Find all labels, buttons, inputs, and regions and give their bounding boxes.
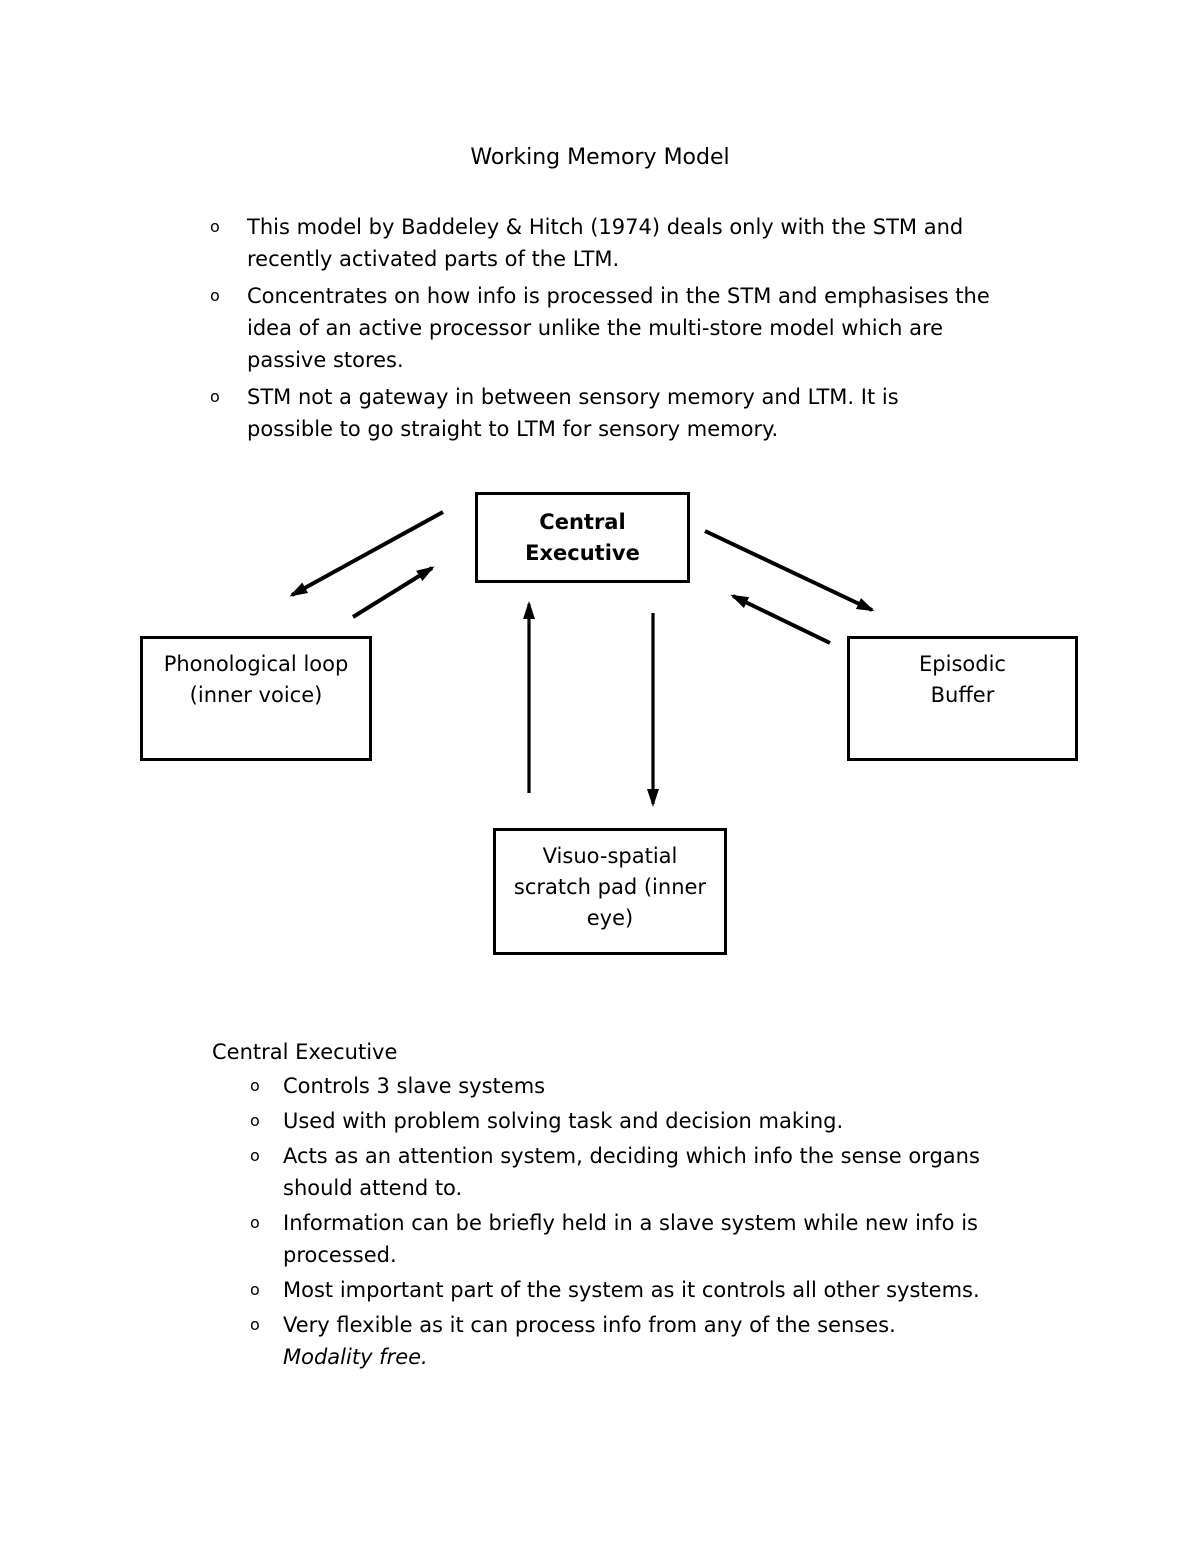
node-phonological-loop: Phonological loop (inner voice) <box>140 636 372 761</box>
page-title: Working Memory Model <box>470 145 730 170</box>
list-item: o This model by Baddeley & Hitch (1974) d… <box>210 211 1110 275</box>
bullet-text: STM not a gateway in between sensory mem… <box>247 385 899 441</box>
arrow-episodic-buffer-to-ce-icon <box>730 594 831 645</box>
list-item: o Very flexible as it can process info fr… <box>250 1309 1112 1373</box>
bullet-text: This model by Baddeley & Hitch (1974) de… <box>247 215 964 271</box>
bullet-text: Used with problem solving task and decis… <box>283 1109 844 1133</box>
list-item: o Most important part of the system as it… <box>250 1274 1112 1306</box>
italic-note: Modality free. <box>283 1345 428 1369</box>
list-item: o Information can be briefly held in a sl… <box>250 1207 1112 1271</box>
central-executive-section: Central Executive o Controls 3 slave syst… <box>212 1036 1112 1376</box>
bullet-marker: o <box>250 1111 260 1130</box>
list-item: o Used with problem solving task and deci… <box>250 1105 1112 1137</box>
arrow-phonological-loop-to-ce-icon <box>351 566 435 619</box>
arrow-ce-to-phonological-loop-icon <box>289 510 444 597</box>
bullet-marker: o <box>250 1280 260 1299</box>
bullet-marker: o <box>210 286 220 305</box>
bullet-marker: o <box>210 217 220 236</box>
bullet-marker: o <box>210 387 220 406</box>
node-label: Phonological loop (inner voice) <box>163 652 349 707</box>
bullet-text: Most important part of the system as it … <box>283 1278 980 1302</box>
bullet-marker: o <box>250 1146 260 1165</box>
node-central-executive: Central Executive <box>475 492 690 583</box>
node-visuospatial-sketchpad: Visuo-spatial scratch pad (inner eye) <box>493 828 727 955</box>
bullet-text: Very flexible as it can process info fro… <box>283 1309 896 1373</box>
intro-bullet-list: o This model by Baddeley & Hitch (1974) d… <box>210 211 1110 450</box>
list-item: o Controls 3 slave systems <box>250 1070 1112 1102</box>
bullet-text-main: Very flexible as it can process info fro… <box>283 1313 896 1337</box>
arrow-ce-to-episodic-buffer-icon <box>704 529 875 612</box>
bullet-text: Acts as an attention system, deciding wh… <box>283 1144 980 1200</box>
bullet-text: Controls 3 slave systems <box>283 1074 546 1098</box>
node-label: Central Executive <box>525 509 640 565</box>
bullet-marker: o <box>250 1076 260 1095</box>
bullet-text: Information can be briefly held in a sla… <box>283 1211 978 1267</box>
list-item: o STM not a gateway in between sensory me… <box>210 381 1110 445</box>
node-label: Episodic Buffer <box>919 652 1006 707</box>
node-label: Visuo-spatial scratch pad (inner eye) <box>513 844 707 930</box>
bullet-text: Concentrates on how info is processed in… <box>247 284 990 372</box>
list-item: o Concentrates on how info is processed i… <box>210 280 1110 376</box>
list-item: o Acts as an attention system, deciding w… <box>250 1140 1112 1204</box>
bullet-marker: o <box>250 1213 260 1232</box>
section-heading: Central Executive <box>212 1040 398 1064</box>
node-episodic-buffer: Episodic Buffer <box>847 636 1078 761</box>
bullet-marker: o <box>250 1315 260 1334</box>
